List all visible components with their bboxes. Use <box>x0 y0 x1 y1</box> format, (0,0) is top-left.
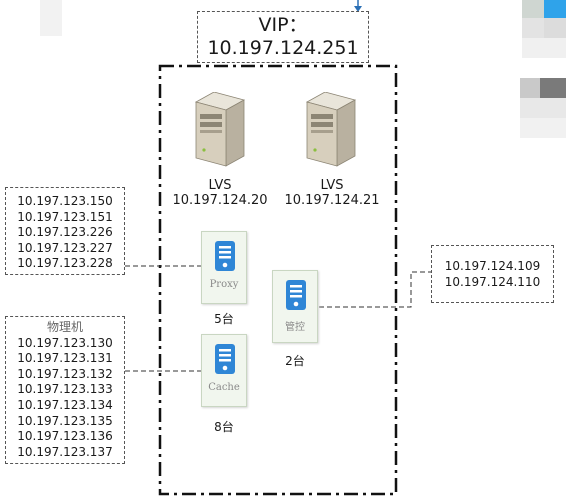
proxy-node: Proxy <box>201 231 247 304</box>
control-label: 管控 <box>285 322 305 333</box>
control-count: 2台 <box>285 354 305 368</box>
cache-ip-item: 10.197.123.136 <box>17 429 113 444</box>
cache-ip-item: 10.197.123.133 <box>17 382 113 397</box>
lvs-server-icon <box>194 92 246 167</box>
lvs-1-label: LVS 10.197.124.20 <box>160 178 280 208</box>
blurred-artifact <box>522 0 566 60</box>
control-ip-item: 10.197.124.109 <box>444 259 541 273</box>
blurred-artifact <box>40 0 62 36</box>
vip-ip: 10.197.124.251 <box>207 37 359 59</box>
vip-label: VIP： <box>258 14 308 36</box>
cluster-boundary <box>158 64 398 496</box>
proxy-ip-item: 10.197.123.228 <box>17 256 113 271</box>
control-node: 管控 <box>272 270 318 343</box>
control-ip-box <box>431 245 554 303</box>
proxy-ip-box <box>5 187 125 275</box>
vip-box: VIP： 10.197.124.251 <box>197 11 369 63</box>
proxy-ip-item: 10.197.123.150 <box>17 194 113 208</box>
cache-node: Cache <box>201 334 247 407</box>
lvs-1-name: LVS <box>208 178 232 193</box>
cache-label: Cache <box>208 382 240 393</box>
lvs-server-icon <box>305 92 357 167</box>
cache-ip-item: 10.197.123.131 <box>17 351 113 366</box>
lvs-2-ip: 10.197.124.21 <box>284 193 380 208</box>
server-icon <box>215 241 235 271</box>
proxy-ip-item: 10.197.123.151 <box>17 209 113 224</box>
cache-ip-title: 物理机 <box>46 320 83 334</box>
server-icon <box>286 280 306 310</box>
cache-ip-item: 10.197.123.132 <box>17 366 113 381</box>
control-connector <box>319 271 431 308</box>
server-icon <box>215 344 235 374</box>
proxy-ip-list: 10.197.123.150 10.197.123.151 10.197.123… <box>5 194 125 272</box>
arrow-head <box>354 6 362 12</box>
cache-count: 8台 <box>214 420 234 434</box>
proxy-label: Proxy <box>209 279 239 290</box>
proxy-ip-item: 10.197.123.227 <box>17 240 113 255</box>
cache-ip-item: 10.197.123.135 <box>17 413 113 428</box>
control-ip-list: 10.197.124.109 10.197.124.110 <box>431 259 554 290</box>
proxy-ip-item: 10.197.123.226 <box>17 225 113 240</box>
cache-ip-item: 10.197.123.130 <box>17 335 113 350</box>
proxy-count: 5台 <box>214 312 234 326</box>
blurred-artifact <box>520 78 566 140</box>
lvs-2-name: LVS <box>320 178 344 193</box>
control-ip-item: 10.197.124.110 <box>444 274 541 289</box>
cache-ip-item: 10.197.123.137 <box>17 444 113 459</box>
lvs-2-label: LVS 10.197.124.21 <box>272 178 392 208</box>
lvs-1-ip: 10.197.124.20 <box>172 193 268 208</box>
cache-ip-list: 物理机 10.197.123.130 10.197.123.131 10.197… <box>5 320 125 460</box>
cache-ip-box <box>5 316 125 464</box>
cache-ip-item: 10.197.123.134 <box>17 397 113 412</box>
